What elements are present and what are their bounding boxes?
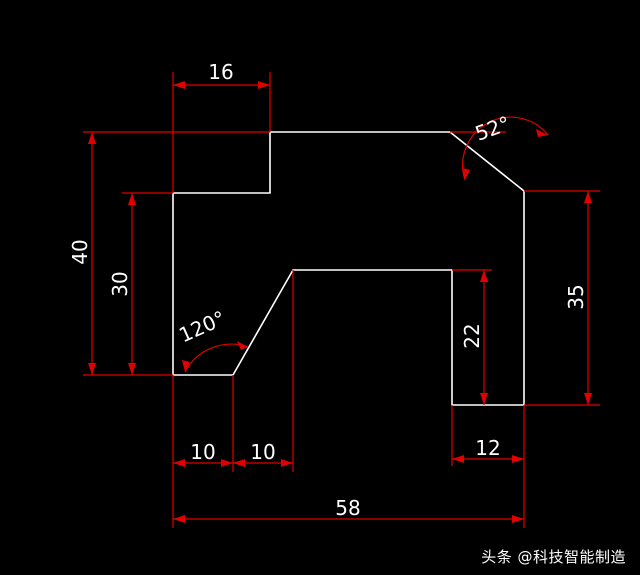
dim-text-58: 58 bbox=[335, 496, 360, 520]
dim-text-10a: 10 bbox=[190, 440, 215, 464]
dim-text-16: 16 bbox=[208, 60, 233, 84]
dim-text-10b: 10 bbox=[250, 440, 275, 464]
arc-52 bbox=[462, 116, 549, 181]
dim-text-40: 40 bbox=[68, 239, 92, 264]
dim-text-35: 35 bbox=[564, 284, 588, 309]
part-outline bbox=[172, 131, 525, 406]
dim-text-120: 120° bbox=[175, 306, 229, 348]
dim-text-30: 30 bbox=[108, 271, 132, 296]
dim-text-22: 22 bbox=[460, 323, 484, 348]
arc-120 bbox=[184, 343, 249, 373]
dim-text-12: 12 bbox=[475, 436, 500, 460]
watermark-text: 头条 @科技智能制造 bbox=[481, 548, 626, 566]
dim-text-52: 52° bbox=[472, 111, 514, 146]
